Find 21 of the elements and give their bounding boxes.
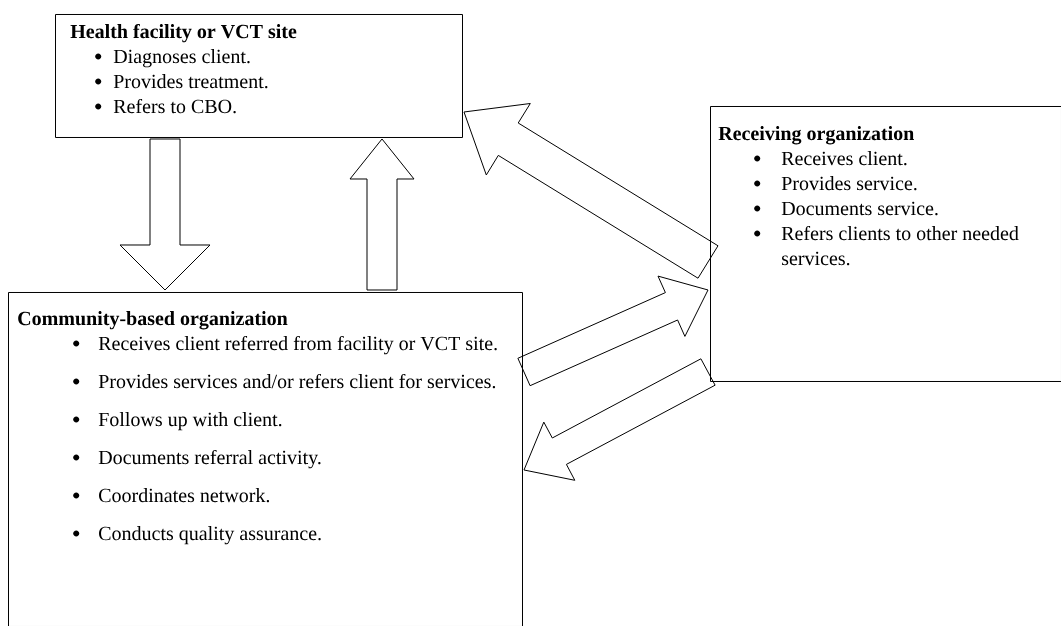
box-heading: Receiving organization [718, 126, 914, 145]
bullet-item: Coordinates network. [99, 488, 270, 503]
bullet-item: Provides treatment. [113, 74, 268, 89]
bullet-item: Receives client. [781, 151, 907, 166]
bullet-item: Diagnoses client. [113, 49, 250, 68]
box-heading: Health facility or VCT site [70, 23, 297, 43]
block-arrow [463, 103, 719, 279]
bullet-item: Receives client referred from facility or VCT site. [98, 335, 497, 355]
bullet-item: Follows up with client. [98, 412, 282, 431]
bullet-item: Refers clients to other needed services. [781, 225, 1019, 266]
bullet-item: Documents service. [781, 201, 938, 216]
block-arrow [349, 138, 415, 291]
bullet-item: Documents referral activity. [98, 449, 321, 469]
block-arrow [517, 275, 709, 387]
block-arrow [523, 358, 716, 481]
box-heading: Community-based organization [18, 311, 288, 330]
bullet-item: Conducts quality assurance. [99, 526, 321, 545]
bullet-item: Provides service. [781, 176, 917, 191]
bullet-item: Refers to CBO. [113, 98, 236, 114]
block-arrow [119, 138, 211, 291]
bullet-item: Provides services and/or refers client for services. [98, 373, 496, 389]
